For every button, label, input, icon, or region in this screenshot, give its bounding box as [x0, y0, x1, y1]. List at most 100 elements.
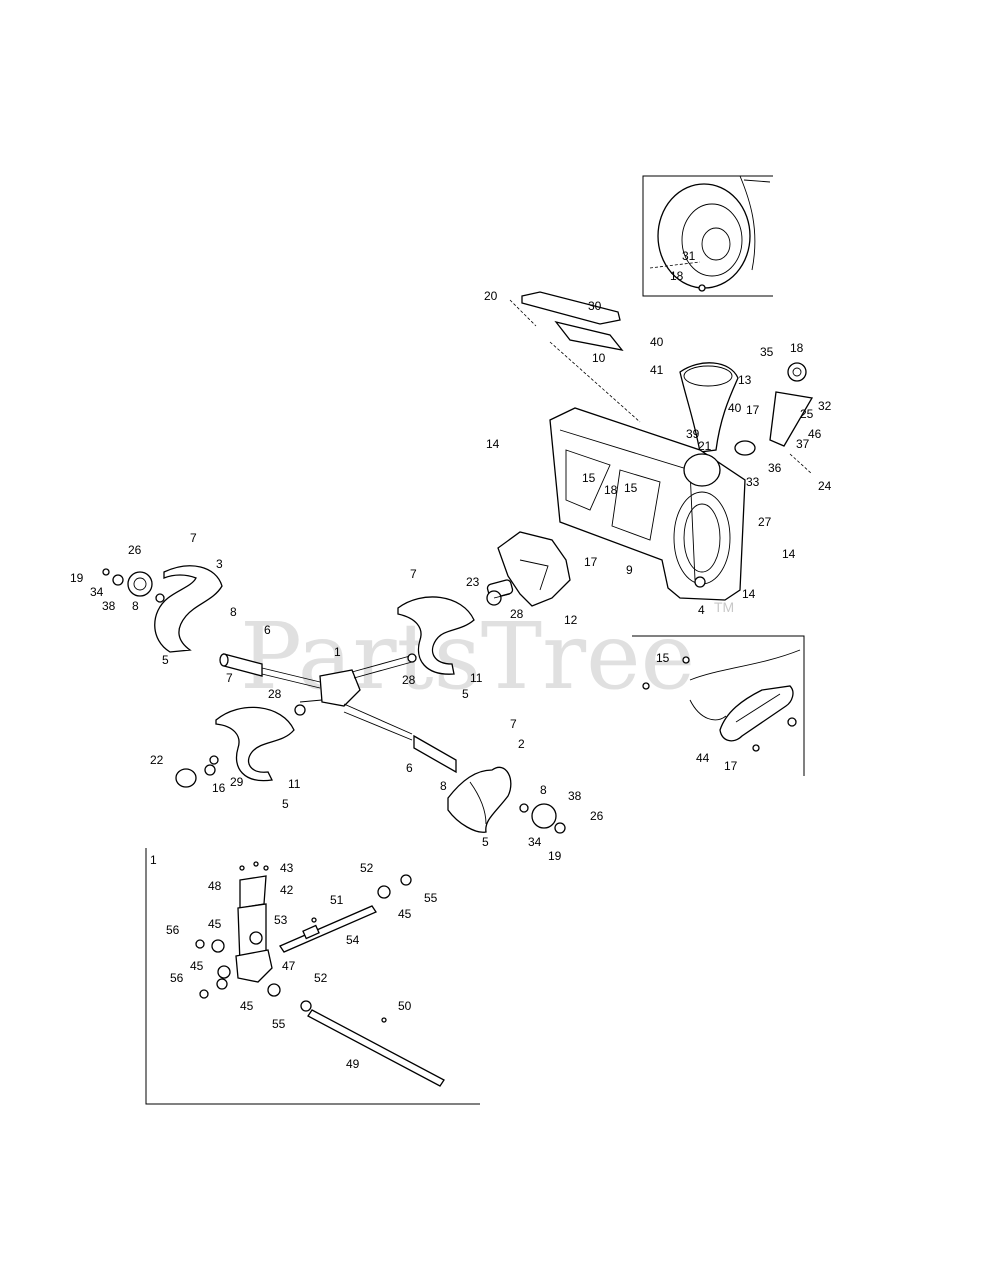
callout-52: 52 — [360, 861, 374, 875]
callout-8: 8 — [132, 599, 139, 613]
detail-box-gear-case — [145, 848, 480, 1105]
auger-shaft — [209, 590, 511, 774]
callout-38: 38 — [102, 599, 116, 613]
callout-30: 30 — [588, 299, 602, 313]
part-callouts: 20 30 10 40 41 40 13 35 18 32 25 17 46 3… — [70, 249, 832, 1071]
callout-4: 4 — [698, 603, 705, 617]
callout-45: 45 — [208, 917, 222, 931]
callout-3: 3 — [216, 557, 223, 571]
callout-7: 7 — [190, 531, 197, 545]
callout-33: 33 — [746, 475, 760, 489]
auger-left-lower — [175, 706, 295, 788]
callout-18: 18 — [790, 341, 804, 355]
callout-51: 51 — [330, 893, 344, 907]
callout-48: 48 — [208, 879, 222, 893]
callout-17: 17 — [746, 403, 760, 417]
callout-11: 11 — [288, 777, 301, 791]
callout-5: 5 — [462, 687, 469, 701]
callout-22: 22 — [150, 753, 164, 767]
callout-29: 29 — [230, 775, 244, 789]
inset-gear-housing-detail — [642, 175, 773, 297]
callout-13: 13 — [738, 373, 752, 387]
callout-40: 40 — [728, 401, 742, 415]
callout-19: 19 — [548, 849, 562, 863]
callout-43: 43 — [280, 861, 294, 875]
callout-11: 11 — [470, 671, 483, 685]
callout-7: 7 — [226, 671, 233, 685]
callout-45: 45 — [240, 999, 254, 1013]
detail-box-title: 1 — [150, 853, 157, 867]
inset-skid-shoe-detail — [632, 635, 805, 776]
callout-2: 2 — [518, 737, 525, 751]
callout-56: 56 — [170, 971, 184, 985]
callout-18: 18 — [670, 269, 684, 283]
callout-7: 7 — [510, 717, 517, 731]
callout-15: 15 — [624, 481, 638, 495]
callout-5: 5 — [482, 835, 489, 849]
callout-7: 7 — [410, 567, 417, 581]
auger-left-upper — [102, 565, 223, 653]
callout-32: 32 — [818, 399, 832, 413]
auger-right-upper — [397, 596, 475, 675]
callout-17: 17 — [724, 759, 738, 773]
callout-9: 9 — [626, 563, 633, 577]
callout-28: 28 — [268, 687, 282, 701]
callout-44: 44 — [696, 751, 710, 765]
callout-14: 14 — [742, 587, 756, 601]
callout-45: 45 — [398, 907, 412, 921]
callout-14: 14 — [486, 437, 500, 451]
callout-46: 46 — [808, 427, 822, 441]
callout-8: 8 — [440, 779, 447, 793]
callout-5: 5 — [162, 653, 169, 667]
callout-45: 45 — [190, 959, 204, 973]
callout-21: 21 — [698, 439, 712, 453]
callout-6: 6 — [406, 761, 413, 775]
chute-parts — [509, 291, 814, 475]
callout-6: 6 — [264, 623, 271, 637]
callout-23: 23 — [466, 575, 480, 589]
callout-17: 17 — [584, 555, 598, 569]
callout-5: 5 — [282, 797, 289, 811]
callout-35: 35 — [760, 345, 774, 359]
callout-10: 10 — [592, 351, 606, 365]
callout-16: 16 — [212, 781, 226, 795]
callout-27: 27 — [758, 515, 772, 529]
callout-55: 55 — [424, 891, 438, 905]
watermark-trademark: TM — [714, 599, 734, 615]
callout-12: 12 — [564, 613, 578, 627]
callout-25: 25 — [800, 407, 814, 421]
callout-18: 18 — [604, 483, 618, 497]
callout-26: 26 — [128, 543, 142, 557]
callout-1: 1 — [334, 645, 341, 659]
callout-31: 31 — [682, 249, 696, 263]
callout-50: 50 — [398, 999, 412, 1013]
callout-39: 39 — [686, 427, 700, 441]
callout-20: 20 — [484, 289, 498, 303]
callout-26: 26 — [590, 809, 604, 823]
callout-19: 19 — [70, 571, 84, 585]
callout-28: 28 — [510, 607, 524, 621]
callout-38: 38 — [568, 789, 582, 803]
callout-54: 54 — [346, 933, 360, 947]
callout-53: 53 — [274, 913, 288, 927]
callout-49: 49 — [346, 1057, 360, 1071]
callout-41: 41 — [650, 363, 664, 377]
callout-15: 15 — [582, 471, 596, 485]
callout-40: 40 — [650, 335, 664, 349]
callout-14: 14 — [782, 547, 796, 561]
callout-24: 24 — [818, 479, 832, 493]
callout-8: 8 — [540, 783, 547, 797]
callout-8: 8 — [230, 605, 237, 619]
auger-right-lower — [447, 766, 566, 834]
callout-36: 36 — [768, 461, 782, 475]
callout-42: 42 — [280, 883, 294, 897]
callout-34: 34 — [90, 585, 104, 599]
callout-55: 55 — [272, 1017, 286, 1031]
callout-47: 47 — [282, 959, 296, 973]
auger-housing-frame — [549, 407, 746, 601]
callout-52: 52 — [314, 971, 328, 985]
callout-15: 15 — [656, 651, 670, 665]
callout-56: 56 — [166, 923, 180, 937]
callout-34: 34 — [528, 835, 542, 849]
